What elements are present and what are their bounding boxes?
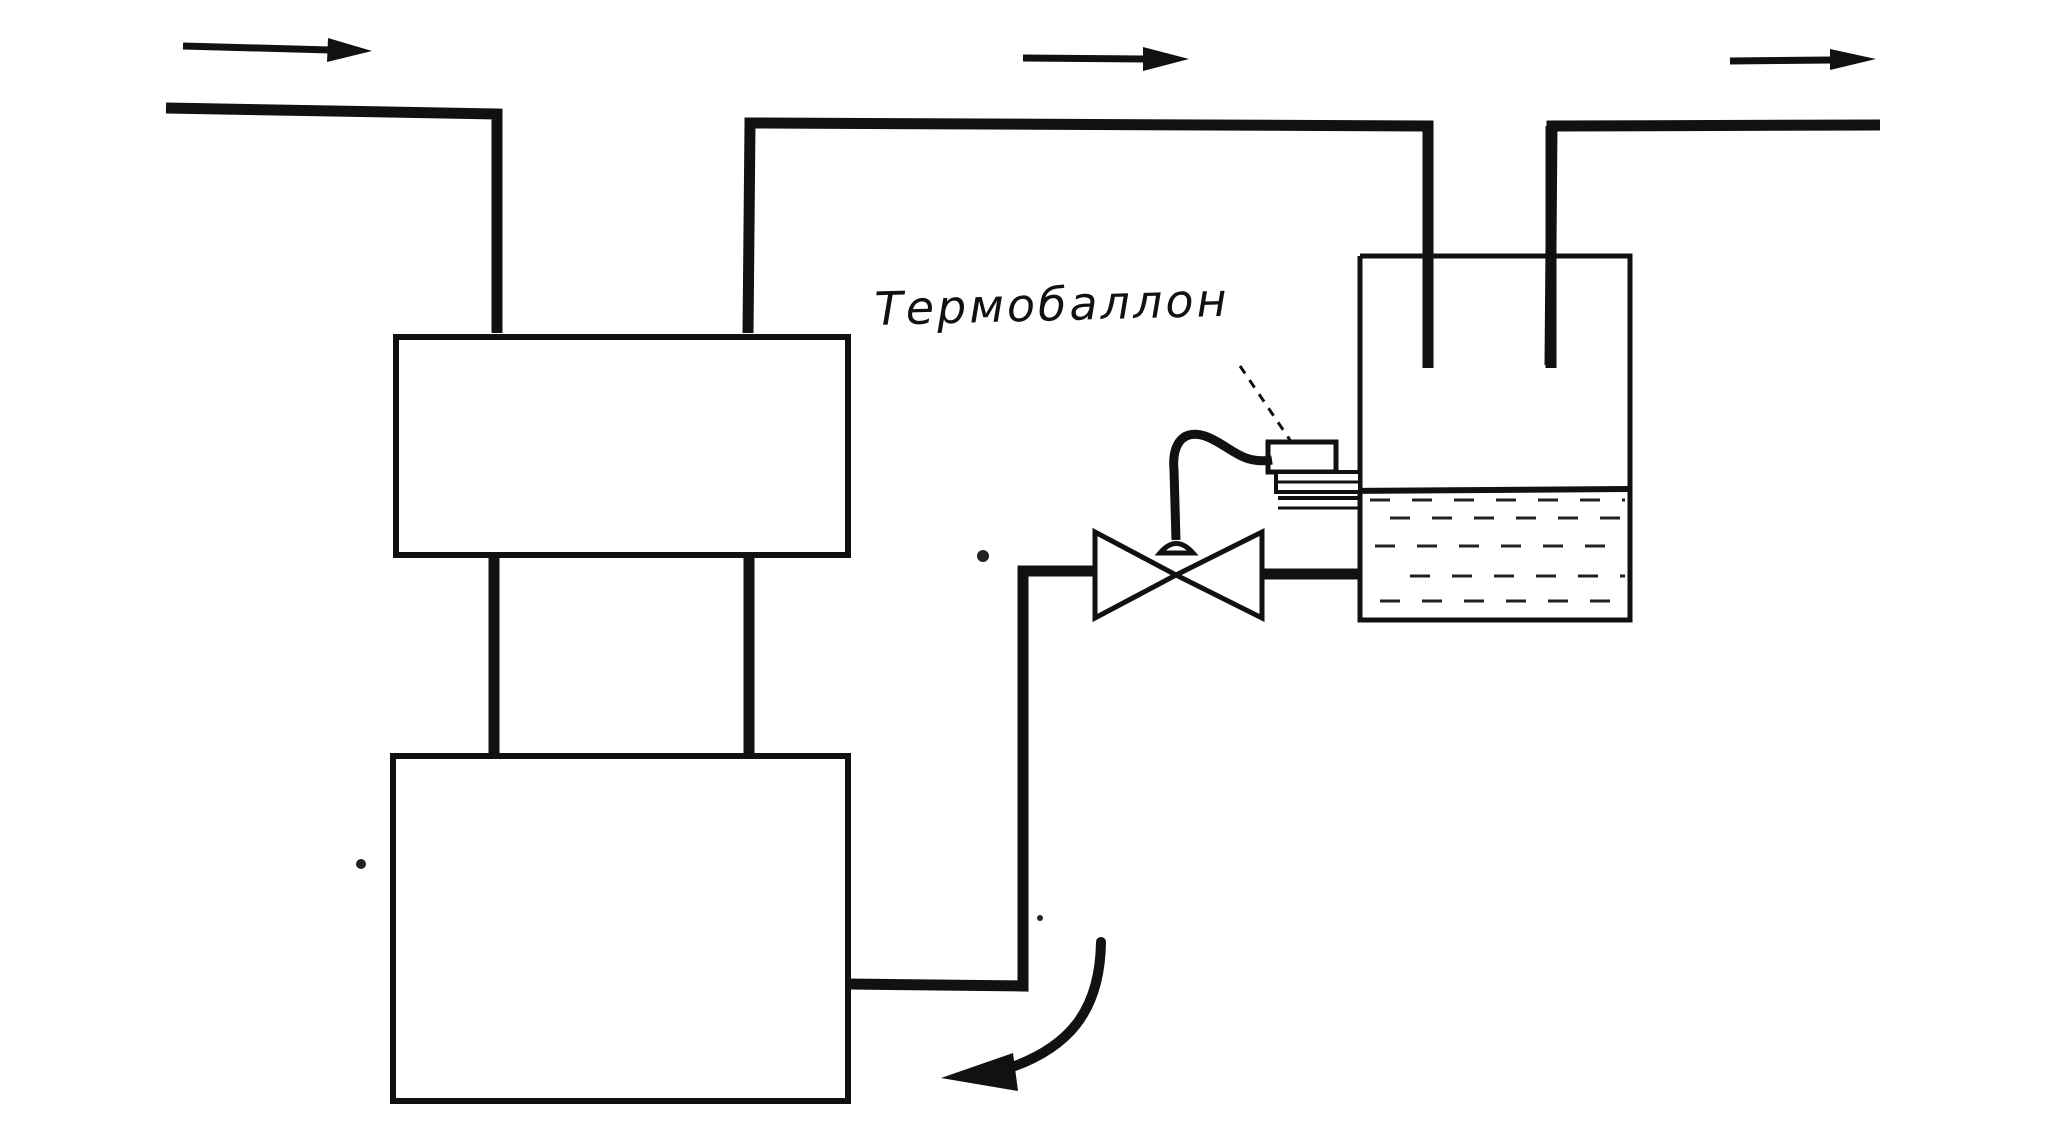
evaporator-vessel — [1357, 253, 1633, 623]
thermal-bulb-label: Термобаллон — [874, 273, 1230, 336]
outlet-pipe — [1544, 119, 1881, 366]
print-speck — [1037, 915, 1043, 921]
label-leader-line — [1238, 365, 1292, 441]
lower-unit-box — [390, 753, 851, 1104]
liquid-level — [1339, 486, 1629, 603]
liquid-line-pipe — [848, 565, 1095, 992]
flow-arrow-outlet-icon — [1729, 49, 1876, 70]
flow-arrow-inlet-icon — [182, 38, 372, 62]
print-speck — [977, 550, 989, 562]
flow-arrow-middle-icon — [1022, 47, 1189, 71]
expansion-valve-icon — [1092, 527, 1265, 623]
return-flow-curved-arrow-icon — [941, 937, 1106, 1091]
inlet-pipe — [165, 102, 503, 333]
thermal-bulb-sensor — [1265, 439, 1362, 510]
print-speck — [356, 859, 366, 869]
capillary-tube — [1169, 429, 1273, 541]
upper-heat-exchanger — [393, 334, 851, 558]
